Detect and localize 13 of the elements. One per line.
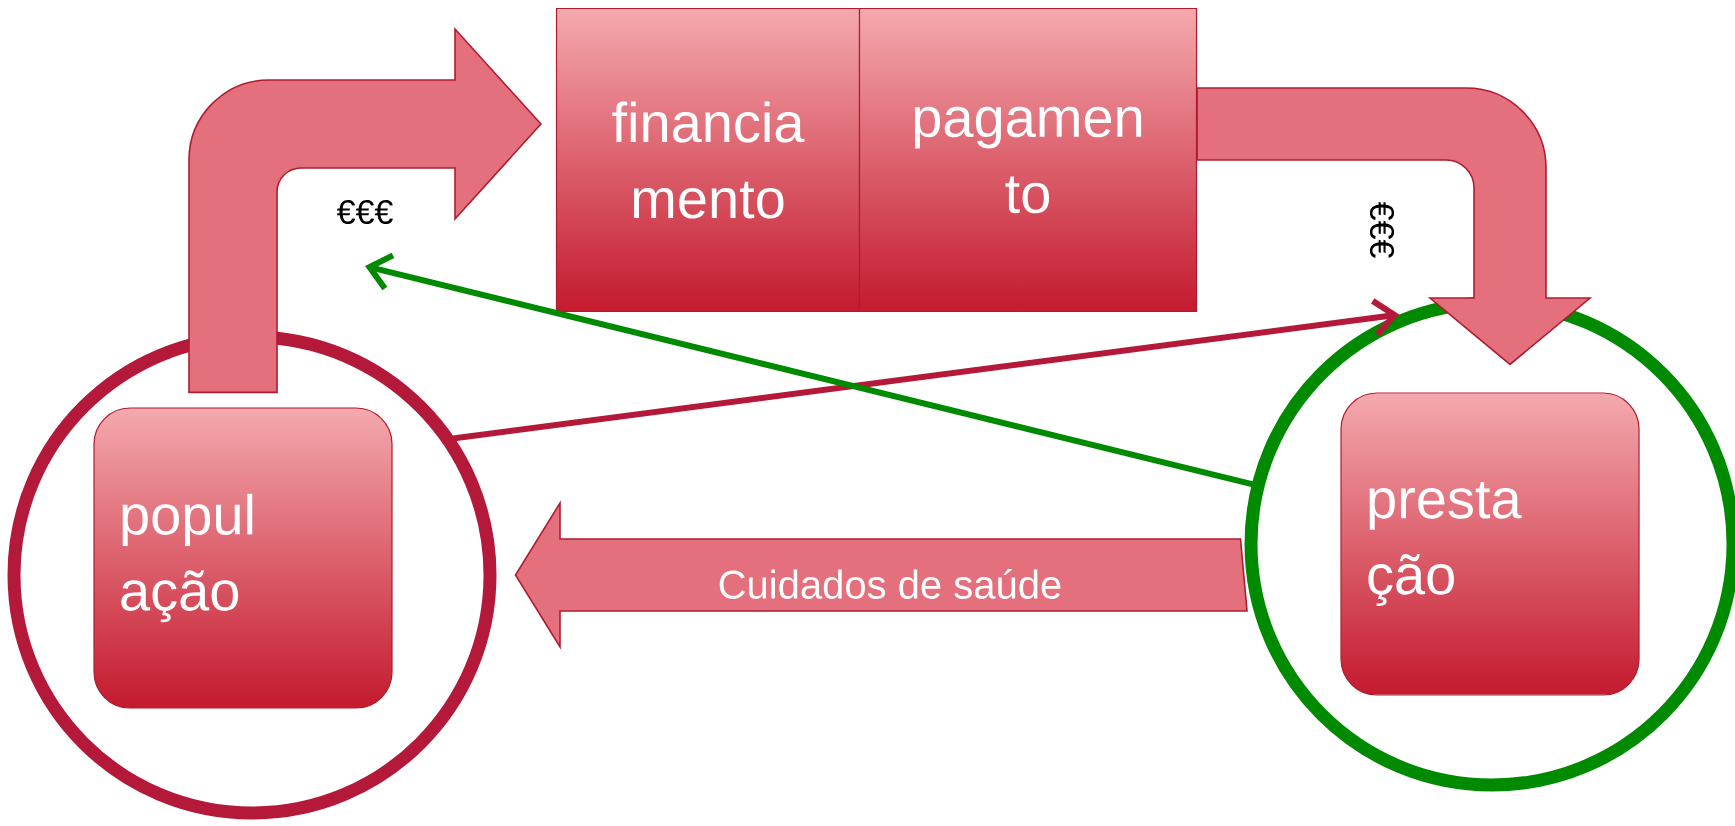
process-box: presta ção	[1340, 392, 1640, 696]
block-arrow	[188, 28, 542, 394]
process-box: pagamen to	[858, 7, 1198, 313]
block-arrow	[1196, 87, 1591, 366]
process-box: popul ação	[93, 407, 393, 709]
edge-label: €€€	[1369, 201, 1395, 258]
edge-label: Cuidados de saúde	[719, 569, 1061, 599]
block-arrow	[514, 500, 1248, 650]
edge-label: €€€	[336, 199, 393, 225]
process-box: financia mento	[555, 7, 861, 313]
arrow	[365, 252, 1255, 488]
arrow	[451, 298, 1400, 442]
ring	[7, 330, 497, 820]
